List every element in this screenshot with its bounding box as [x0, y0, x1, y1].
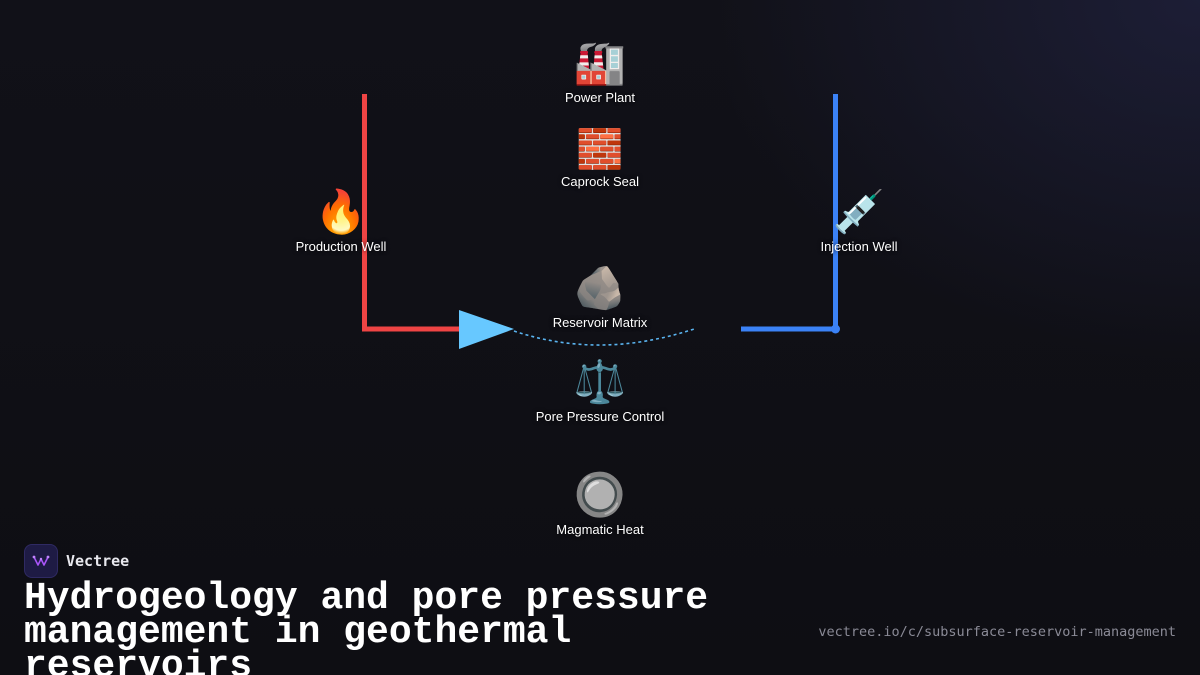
- injection-well-label: Injection Well: [820, 239, 898, 254]
- injection-pipe-joint: [831, 324, 840, 334]
- page-title: Hydrogeology and pore pressure managemen…: [24, 577, 709, 675]
- source-url[interactable]: vectree.io/c/subsurface-reservoir-manage…: [818, 624, 1176, 640]
- factory-icon: 🏭: [573, 39, 627, 86]
- power-plant-label: Power Plant: [564, 90, 636, 105]
- brand[interactable]: Vectree: [24, 544, 129, 578]
- magmatic-heat-label: Magmatic Heat: [556, 522, 644, 537]
- flow-arrow-head: [459, 310, 514, 349]
- reservoir-flow-path: [513, 328, 695, 346]
- fire-icon: 🔥: [314, 188, 368, 235]
- caprock-seal-label: Caprock Seal: [560, 174, 640, 189]
- pore-pressure-control-node: ⚖️ Pore Pressure Control: [500, 357, 700, 424]
- brick-icon: 🧱: [576, 129, 624, 171]
- injection-well-node: 💉 Injection Well: [759, 187, 959, 254]
- production-well-node: 🔥 Production Well: [241, 187, 441, 254]
- radio-button-icon: 🔘: [573, 471, 627, 518]
- rock-icon: 🪨: [573, 264, 627, 311]
- brand-name: Vectree: [66, 552, 130, 570]
- reservoir-matrix-label: Reservoir Matrix: [552, 315, 648, 330]
- balance-scale-icon: ⚖️: [573, 358, 627, 405]
- power-plant-node: 🏭 Power Plant: [500, 38, 700, 105]
- production-well-label: Production Well: [295, 239, 387, 254]
- production-well-pipe: [362, 94, 462, 332]
- reservoir-matrix-node: 🪨 Reservoir Matrix: [500, 263, 700, 330]
- pore-pressure-control-label: Pore Pressure Control: [535, 409, 665, 424]
- vectree-logo-icon: [24, 544, 58, 578]
- syringe-icon: 💉: [832, 188, 886, 235]
- caprock-seal-node: 🧱 Caprock Seal: [500, 128, 700, 189]
- magmatic-heat-node: 🔘 Magmatic Heat: [500, 470, 700, 537]
